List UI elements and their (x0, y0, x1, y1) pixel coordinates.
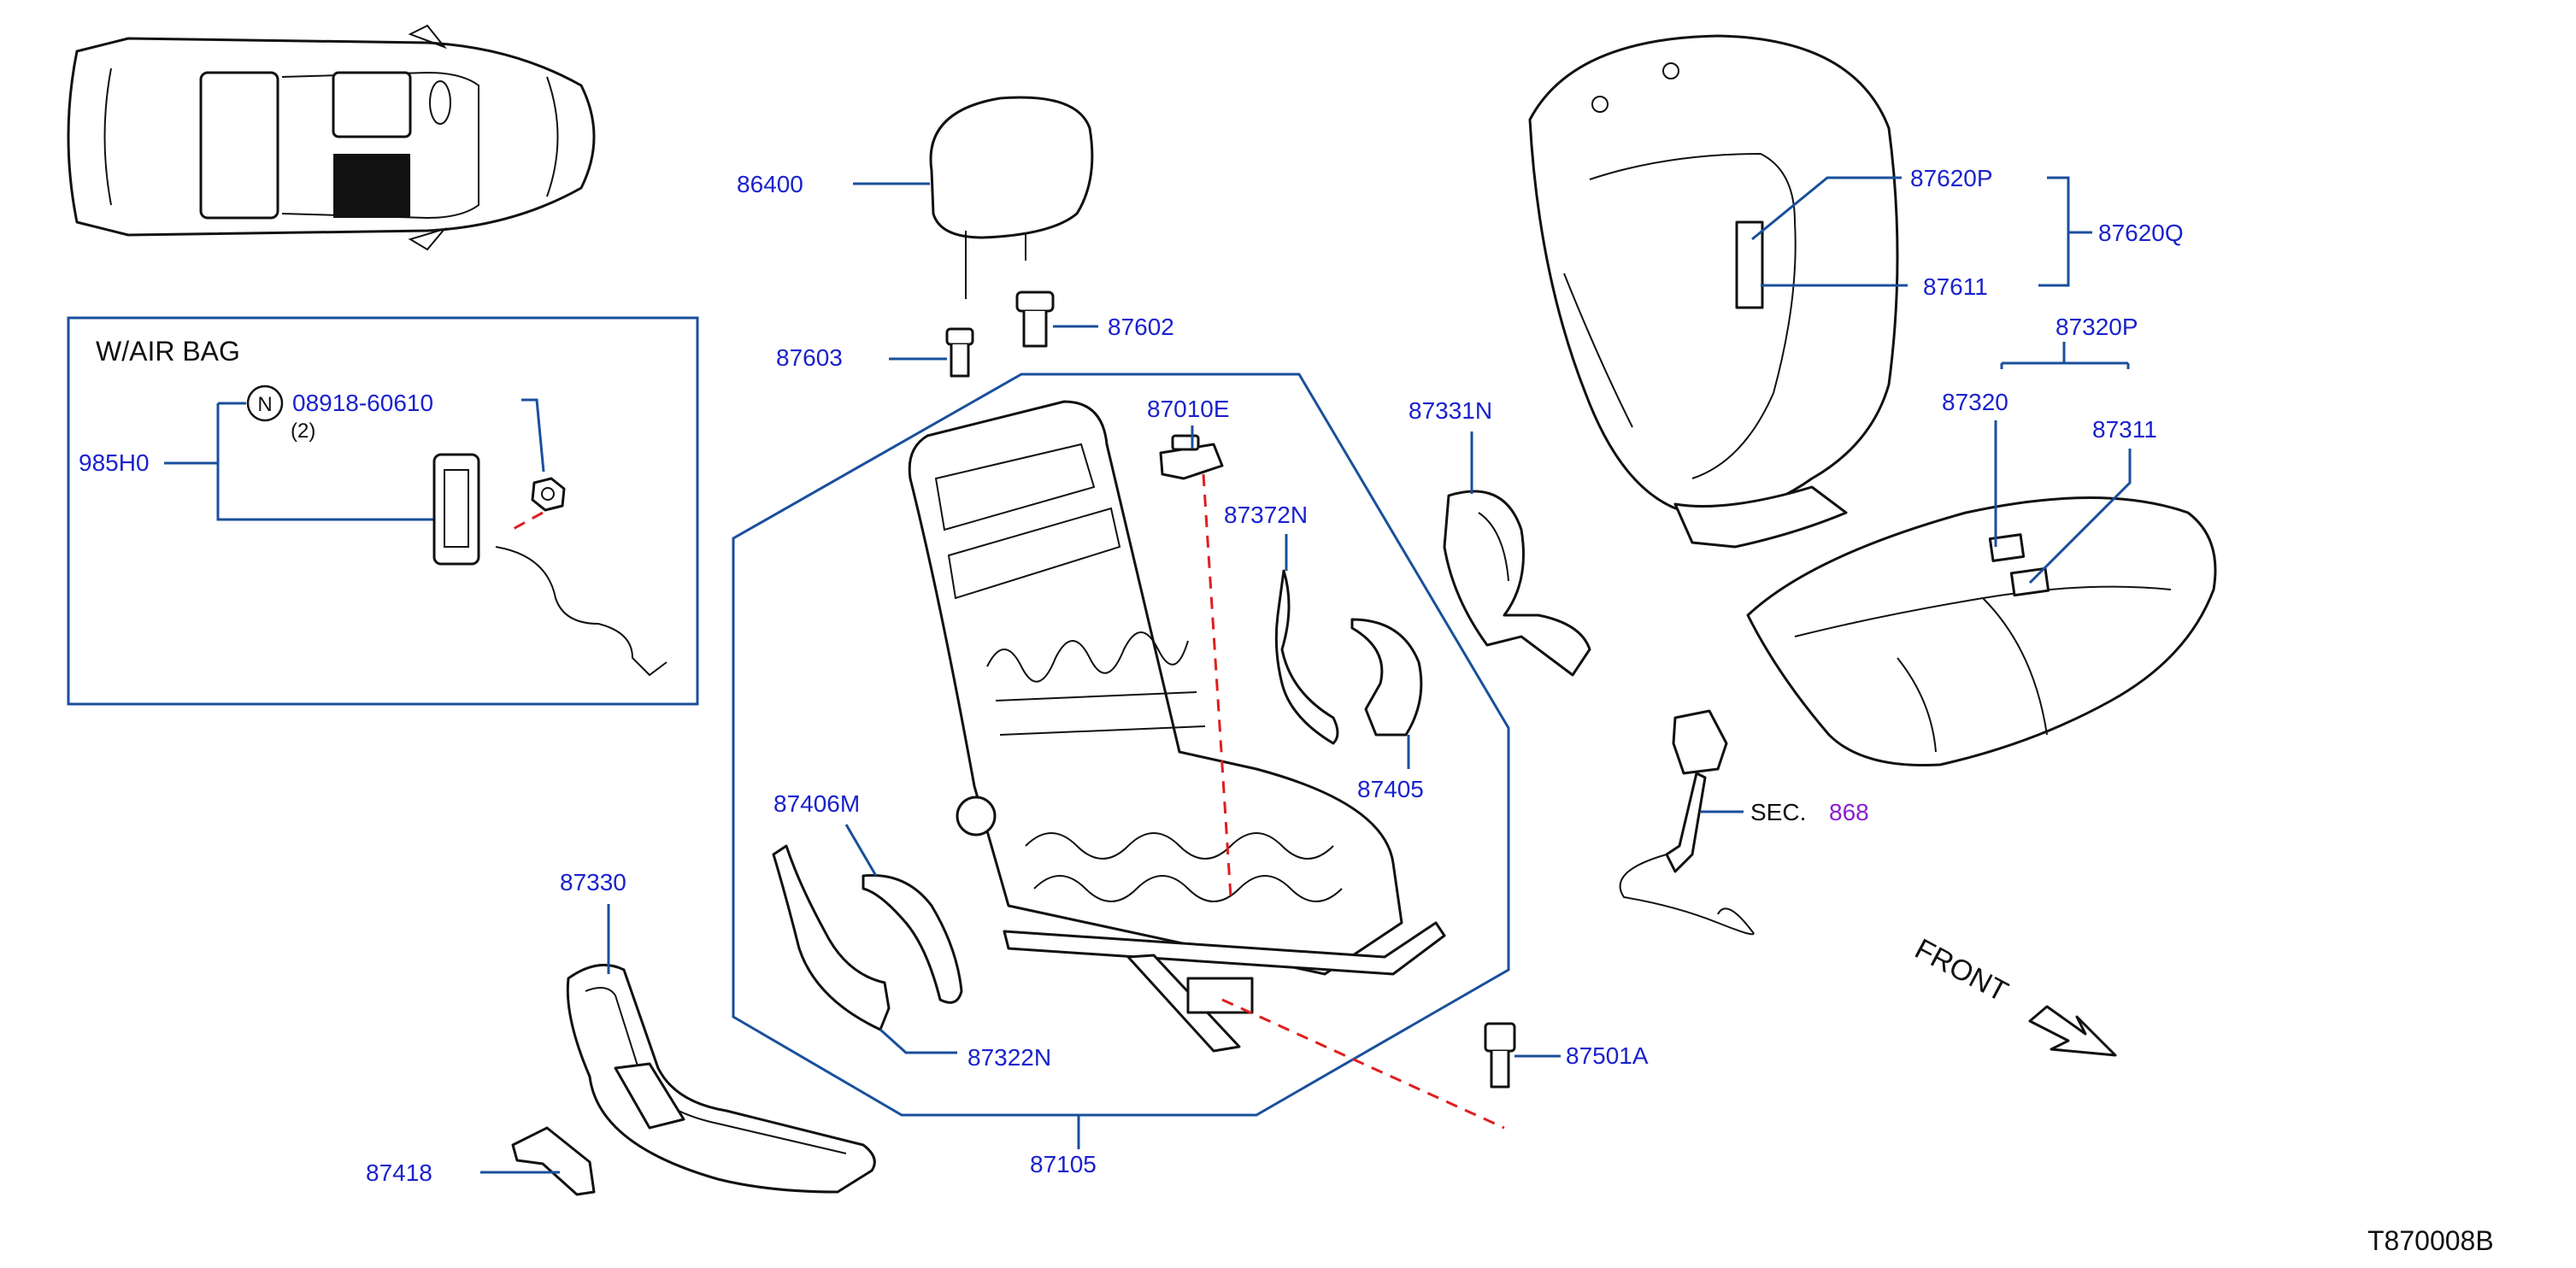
diagram-id: T870008B (2367, 1225, 2494, 1256)
n-symbol: N (257, 393, 272, 416)
inset-title: W/AIR BAG (96, 336, 240, 367)
seat-belt-buckle-icon (1619, 709, 1755, 936)
bolt-87501A-icon (1484, 1022, 1516, 1089)
cover-87406M-icon (862, 873, 963, 1004)
label-87620Q: 87620Q (2098, 220, 2184, 246)
cover-87322N-icon (772, 844, 891, 1031)
n-symbol-circle (246, 385, 284, 422)
label-87010E: 87010E (1147, 396, 1230, 422)
side-finisher-87330-icon (566, 963, 876, 1194)
cover-87331N-icon (1443, 490, 1591, 677)
label-985H0: 985H0 (79, 449, 150, 476)
label-87372N: 87372N (1224, 502, 1308, 528)
cover-87372N-icon (1274, 569, 1339, 745)
front-arrow-icon (2028, 1005, 2117, 1057)
label-87603: 87603 (776, 344, 843, 371)
seat-frame-icon (908, 400, 1446, 1053)
airbag-inset-box (67, 316, 699, 706)
frame-assembly-outline (732, 373, 1510, 1117)
highlighted-seat-icon (333, 154, 410, 218)
label-868: 868 (1829, 799, 1869, 825)
label-87418: 87418 (366, 1159, 432, 1186)
label-87322N: 87322N (967, 1044, 1051, 1071)
label-87105: 87105 (1030, 1151, 1097, 1177)
label-87330: 87330 (560, 869, 626, 895)
knob-87418-icon (511, 1126, 596, 1196)
seat-cushion-trim-icon (1746, 496, 2217, 767)
label-87311: 87311 (2092, 416, 2157, 443)
label-87406M: 87406M (773, 790, 860, 817)
label-87405: 87405 (1357, 776, 1424, 802)
label-86400: 86400 (737, 171, 803, 197)
headrest-guide-87603-icon (945, 327, 974, 378)
headrest-guide-87602-icon (1015, 291, 1055, 348)
label-87611: 87611 (1923, 273, 1988, 300)
label-87320P: 87320P (2056, 314, 2138, 340)
airbag-module-icon (432, 453, 668, 677)
label-87620P: 87620P (1910, 165, 1993, 191)
label-87331N: 87331N (1409, 397, 1492, 424)
label-08918-60610: 08918-60610 (292, 390, 433, 416)
cover-87405-icon (1350, 618, 1423, 737)
car-locator-icon (67, 24, 596, 251)
label-87602: 87602 (1108, 314, 1174, 340)
nut-icon (531, 477, 566, 512)
label-87320: 87320 (1942, 389, 2008, 415)
headrest-icon (929, 96, 1094, 299)
front-label: FRONT (1909, 933, 2013, 1009)
inset-qty: (2) (291, 420, 315, 443)
label-87501A: 87501A (1566, 1042, 1649, 1069)
label-sec: SEC. (1750, 799, 1806, 825)
seat-back-trim-icon (1528, 34, 1899, 549)
